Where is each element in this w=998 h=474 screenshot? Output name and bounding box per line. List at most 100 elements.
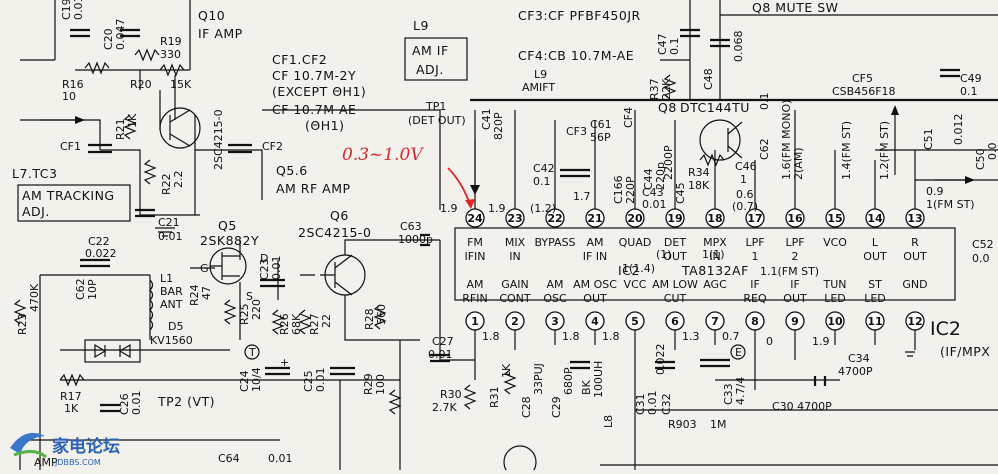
ic-pin-function: AM <box>546 278 563 291</box>
c63-label: C63 <box>400 220 422 233</box>
cf2-label: CF2 <box>262 140 283 153</box>
ic-pin-function: IF <box>790 278 800 291</box>
watermark-logo: 家电论坛 JDBBS.COM <box>10 432 120 467</box>
r31-value: 1K <box>500 363 513 378</box>
ic-pin-number: 5 <box>631 315 639 328</box>
ic-pin-1 <box>465 311 485 331</box>
q5-gate-label: G <box>200 262 209 275</box>
q5-label: Q5 <box>218 218 237 233</box>
c51-value: 0.012 <box>952 114 965 146</box>
labels-left: R19 330 R20 15K R16 10 R21 1K CF1 R22 2.… <box>12 35 283 243</box>
cf1-label: CF1 <box>60 140 81 153</box>
ic-pin-number: 23 <box>507 212 522 225</box>
c49-value: 0.1 <box>960 85 978 98</box>
ic-pin-number: 22 <box>547 212 562 225</box>
ic-pin-number: 2 <box>511 315 519 328</box>
c34-value: 4700P <box>838 365 873 378</box>
am-rf-amp-label: AM RF AMP <box>276 181 351 196</box>
c45-label: C45 <box>674 182 687 204</box>
c47-value: 0.1 <box>668 38 681 56</box>
pin24-voltage: 1.9 <box>440 202 458 215</box>
am-tracking-line1: AM TRACKING <box>22 188 115 203</box>
cf12-line-c: CF 10.7M AE <box>272 102 356 117</box>
ic-pin-number: 11 <box>867 315 882 328</box>
cf12-line-d: (ΘH1) <box>305 118 344 133</box>
c33-label: C33 <box>722 383 735 405</box>
ic-pin-number: 13 <box>907 212 922 225</box>
d5-label: D5 <box>168 320 183 333</box>
ic-pin-number: 4 <box>591 315 599 328</box>
ic-pin-function: IF <box>750 278 760 291</box>
pin1-voltage: 1.8 <box>482 330 500 343</box>
ic-pin-function: ST <box>868 278 882 291</box>
ic-pin-function: LPF <box>785 236 804 249</box>
c64-label: C64 <box>218 452 240 465</box>
q10-label: Q10 <box>198 8 225 23</box>
d5-part: KV1560 <box>150 334 193 347</box>
ic-pin-function-2: OUT <box>663 250 687 263</box>
ic-pin-9 <box>785 311 805 331</box>
r22-label: R22 <box>160 173 173 195</box>
c46-label: C46 <box>735 160 757 173</box>
q56-label: Q5.6 <box>276 163 308 178</box>
pin7-voltage: 0.7 <box>722 330 740 343</box>
ic-pin-function: VCO <box>823 236 847 249</box>
ic-pin-10 <box>825 311 845 331</box>
ic-pin-function: AM <box>586 236 603 249</box>
c47-label: C47 <box>656 33 669 55</box>
ic-pin-number: 6 <box>671 315 679 328</box>
amp-label: AMP <box>34 456 58 469</box>
r29-value: 100 <box>374 374 387 395</box>
r24-value: 47 <box>200 286 213 300</box>
c28-value: 33PUJ <box>532 363 545 395</box>
logo-sub-text: JDBBS.COM <box>54 458 101 467</box>
ic-pin-function: VCC <box>624 278 647 291</box>
pin4-voltage: 1.8 <box>602 330 620 343</box>
ic-pin-function-2: 1 <box>752 250 759 263</box>
r34-label: R34 <box>688 166 710 179</box>
cf4-label: CF4 <box>622 107 635 128</box>
c51-label: C51 <box>922 128 935 150</box>
ic-pin-function: QUAD <box>619 236 652 249</box>
r23-label: R23 <box>16 313 29 335</box>
c32-label: C32 <box>660 393 673 415</box>
ic-pin-function: TUN <box>823 278 847 291</box>
r17-value: 1K <box>64 402 79 415</box>
ic-pin-function-2: OSC <box>543 292 567 305</box>
pin23-voltage: 1.9 <box>488 202 506 215</box>
pin9-voltage: 1.9 <box>812 335 830 348</box>
am-tracking-line2: ADJ. <box>22 204 50 219</box>
ic-pin-number: 16 <box>787 212 803 225</box>
ic-pin-21 <box>585 208 605 228</box>
ic-pin-function: FM <box>467 236 483 249</box>
ic-pin-number: 12 <box>907 315 922 328</box>
r23-value: 470K <box>28 283 41 312</box>
r27-label: R27 <box>308 313 321 335</box>
c20-value: 0.047 <box>114 19 127 51</box>
c43-value: 0.01 <box>642 198 667 211</box>
r31-label: R31 <box>488 386 501 408</box>
r25-value: 220 <box>250 299 263 320</box>
c29-value: 680P <box>562 367 575 395</box>
c62-lower-value: 10P <box>86 279 99 300</box>
cf3-note: CF3:CF PFBF450JR <box>518 8 641 23</box>
c24-value: 10/4 <box>250 367 263 392</box>
c61-label: C61 <box>590 118 612 131</box>
ic-pin-number: 10 <box>827 315 843 328</box>
ic-pin-17 <box>745 208 765 228</box>
ic-pin-3 <box>545 311 565 331</box>
ic-pin-function: L <box>872 236 879 249</box>
e-marker: E <box>735 346 742 359</box>
ic-pin-24 <box>465 208 485 228</box>
ic-pin-function-2: IN <box>709 250 720 263</box>
ic-pin-function: MIX <box>505 236 526 249</box>
q8-note: Q8 MUTE SW <box>752 0 839 15</box>
det-out-label: (DET OUT) <box>408 114 466 127</box>
ic-pin-function: AGC <box>703 278 727 291</box>
labels-right: CF5 CSB456F18 C51 0.012 C50 0.0 C52 0.0 <box>832 72 998 265</box>
ic-pin-number: 18 <box>707 212 722 225</box>
ic-pin-function-2: OUT <box>783 292 807 305</box>
ic-pin-function-2: LED <box>824 292 846 305</box>
c24-polarity: + <box>280 356 289 369</box>
c41-value: 820P <box>492 112 505 140</box>
